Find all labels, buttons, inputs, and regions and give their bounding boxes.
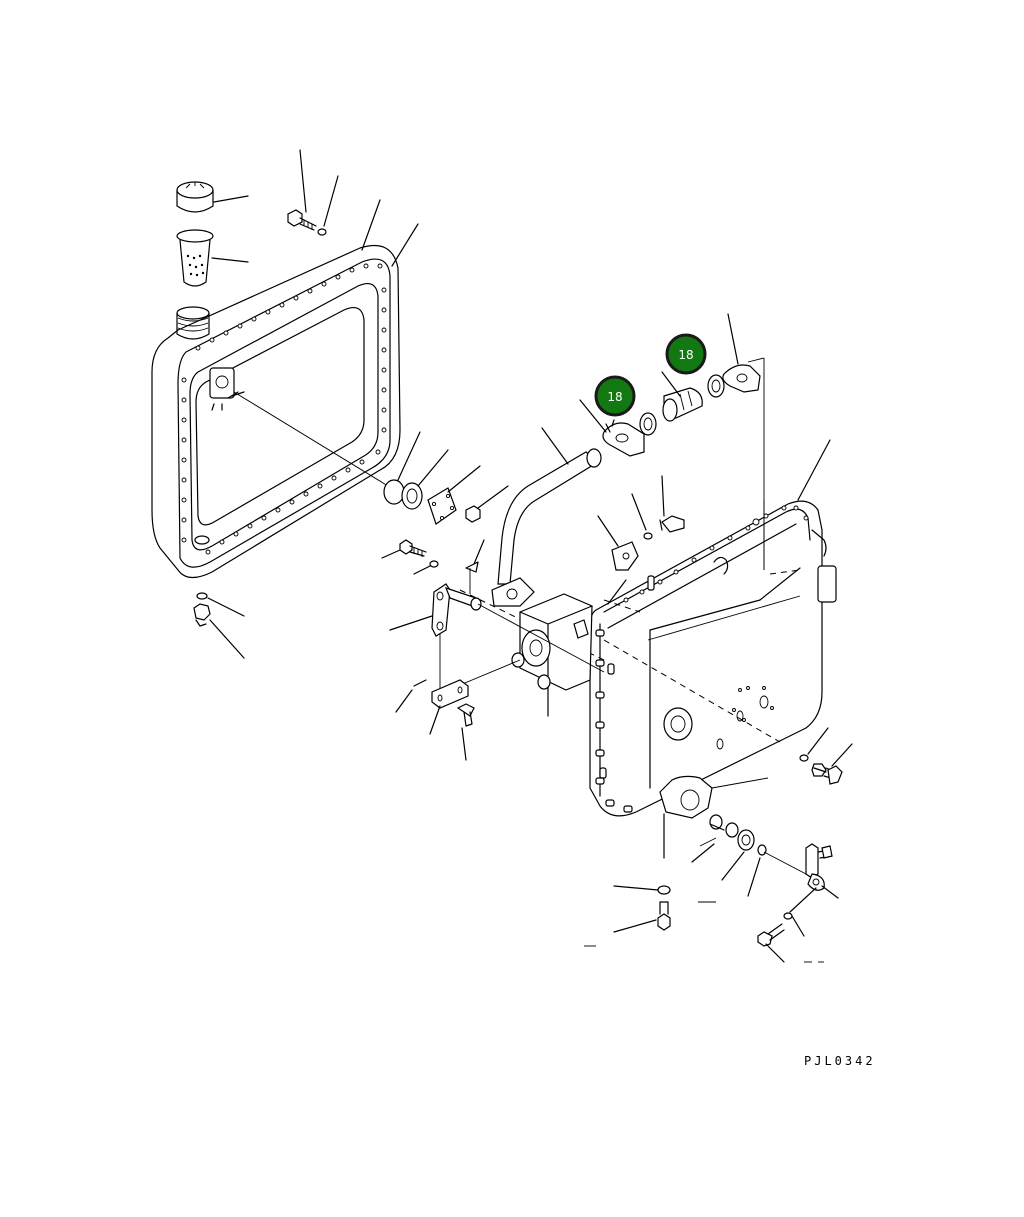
right-tank bbox=[589, 439, 837, 859]
pipe-bracket bbox=[597, 475, 685, 571]
connecting-pipe bbox=[491, 427, 602, 607]
filler-neck bbox=[176, 306, 210, 340]
drawing-code: PJL0342 bbox=[804, 1054, 876, 1068]
right-bolt bbox=[799, 727, 853, 785]
valve-body bbox=[447, 593, 593, 717]
left-tank-frame bbox=[151, 244, 401, 579]
bottom-fittings bbox=[691, 814, 767, 903]
bolt-top-left bbox=[287, 149, 419, 267]
callout-18-lower[interactable]: 18 bbox=[594, 375, 636, 417]
inspection-cover-set bbox=[383, 431, 509, 525]
lever-arm bbox=[389, 583, 605, 690]
strainer bbox=[176, 229, 249, 287]
stopper-block bbox=[395, 679, 475, 761]
svg-text:18: 18 bbox=[607, 390, 622, 404]
svg-text:18: 18 bbox=[678, 348, 693, 362]
filler-cap bbox=[176, 181, 249, 213]
middle-bolts bbox=[381, 539, 485, 594]
callout-18-upper[interactable]: 18 bbox=[665, 333, 707, 375]
hose-clamp-group bbox=[579, 313, 765, 570]
lower-center-bolt bbox=[584, 885, 671, 947]
drain-plug bbox=[193, 592, 245, 659]
bracket-lever bbox=[757, 843, 839, 963]
sight-guide-line bbox=[233, 391, 389, 487]
